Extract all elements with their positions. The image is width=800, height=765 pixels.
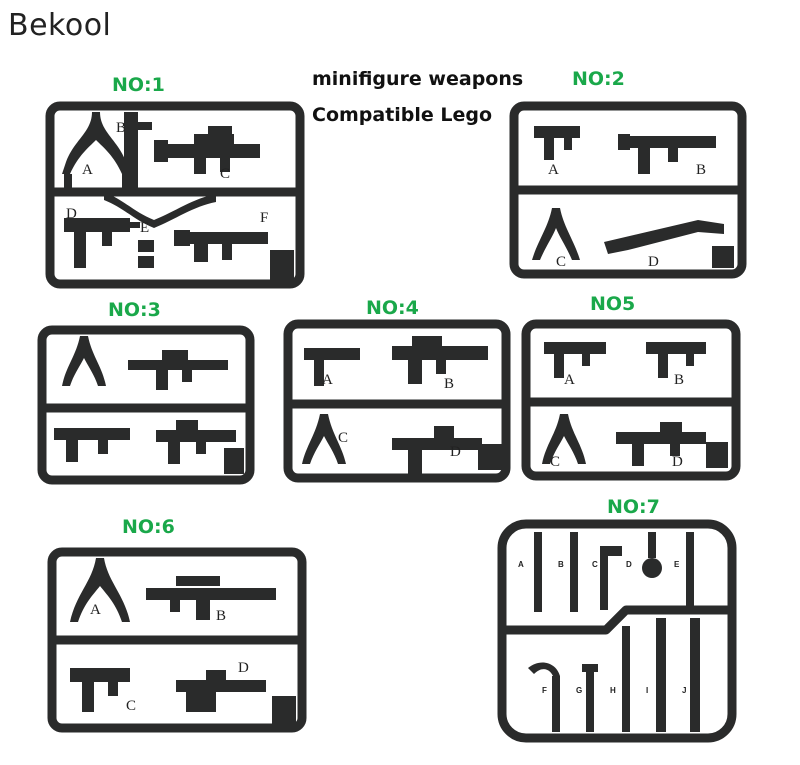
part-label-7e: E [674,560,680,569]
set-label-5: NO5 [590,293,636,315]
brand-logo: Bekool [8,8,112,43]
part-label-7f: F [542,686,547,695]
part-label-7i: I [646,686,649,695]
part-label-1e: E [140,220,150,236]
sprue-frame-5 [521,319,741,481]
sprue-set-2: A B C D [508,100,748,280]
part-label-7g: G [576,686,583,695]
part-label-1a: A [82,162,93,178]
part-label-2d: D [648,254,659,270]
part-label-7c: C [592,560,598,569]
sprue-frame-1 [45,101,305,289]
part-label-1c: C [220,166,231,182]
part-label-7j: J [682,686,687,695]
sprue-frame-3 [37,325,255,485]
part-label-3a: A [76,374,86,389]
headline-line2: Compatible Lego [312,104,493,126]
part-label-7b: B [558,560,564,569]
part-label-2b: B [696,162,707,178]
part-label-2c: C [556,254,567,270]
set-label-6: NO:6 [122,516,175,538]
set-label-7: NO:7 [607,496,660,518]
sprue-set-5: A B C D [520,318,742,482]
part-label-4c: C [338,430,349,446]
part-label-4b: B [444,376,455,392]
sprue-frame-6 [47,547,307,733]
part-label-5b: B [674,372,685,388]
headline-line1: minifigure weapons [312,68,524,90]
part-label-4a: A [322,372,333,388]
part-label-2a: A [548,162,559,178]
part-label-3b: B [192,374,202,389]
sprue-frame-2 [509,101,747,279]
part-label-6a: A [90,602,101,618]
sprue-set-6: A B C D [46,546,308,734]
part-label-5d: D [672,454,683,470]
part-label-6d: D [238,660,249,676]
part-label-3c: C [88,460,98,475]
part-label-7d: D [626,560,632,569]
part-label-5a: A [564,372,575,388]
part-label-3d: D [160,460,170,475]
part-label-4d: D [450,444,461,460]
set-label-2: NO:2 [572,68,625,90]
part-label-1f: F [260,210,269,226]
part-label-6c: C [126,698,137,714]
sprue-frame-4 [283,319,511,483]
part-label-5c: C [550,454,561,470]
sprue-set-1: A B C D E F [44,100,306,290]
sprue-set-3: A B C D [36,324,256,486]
part-label-7a: A [518,560,524,569]
sprue-set-7: A B C D E F G H I J [496,518,738,744]
part-label-1b: B [116,120,127,136]
set-label-1: NO:1 [112,74,165,96]
set-label-3: NO:3 [108,299,161,321]
part-label-1d: D [66,206,77,222]
sprue-frame-7 [497,519,737,743]
set-label-4: NO:4 [366,297,419,319]
part-label-7h: H [610,686,616,695]
part-label-6b: B [216,608,227,624]
sprue-set-4: A B C D [282,318,512,484]
